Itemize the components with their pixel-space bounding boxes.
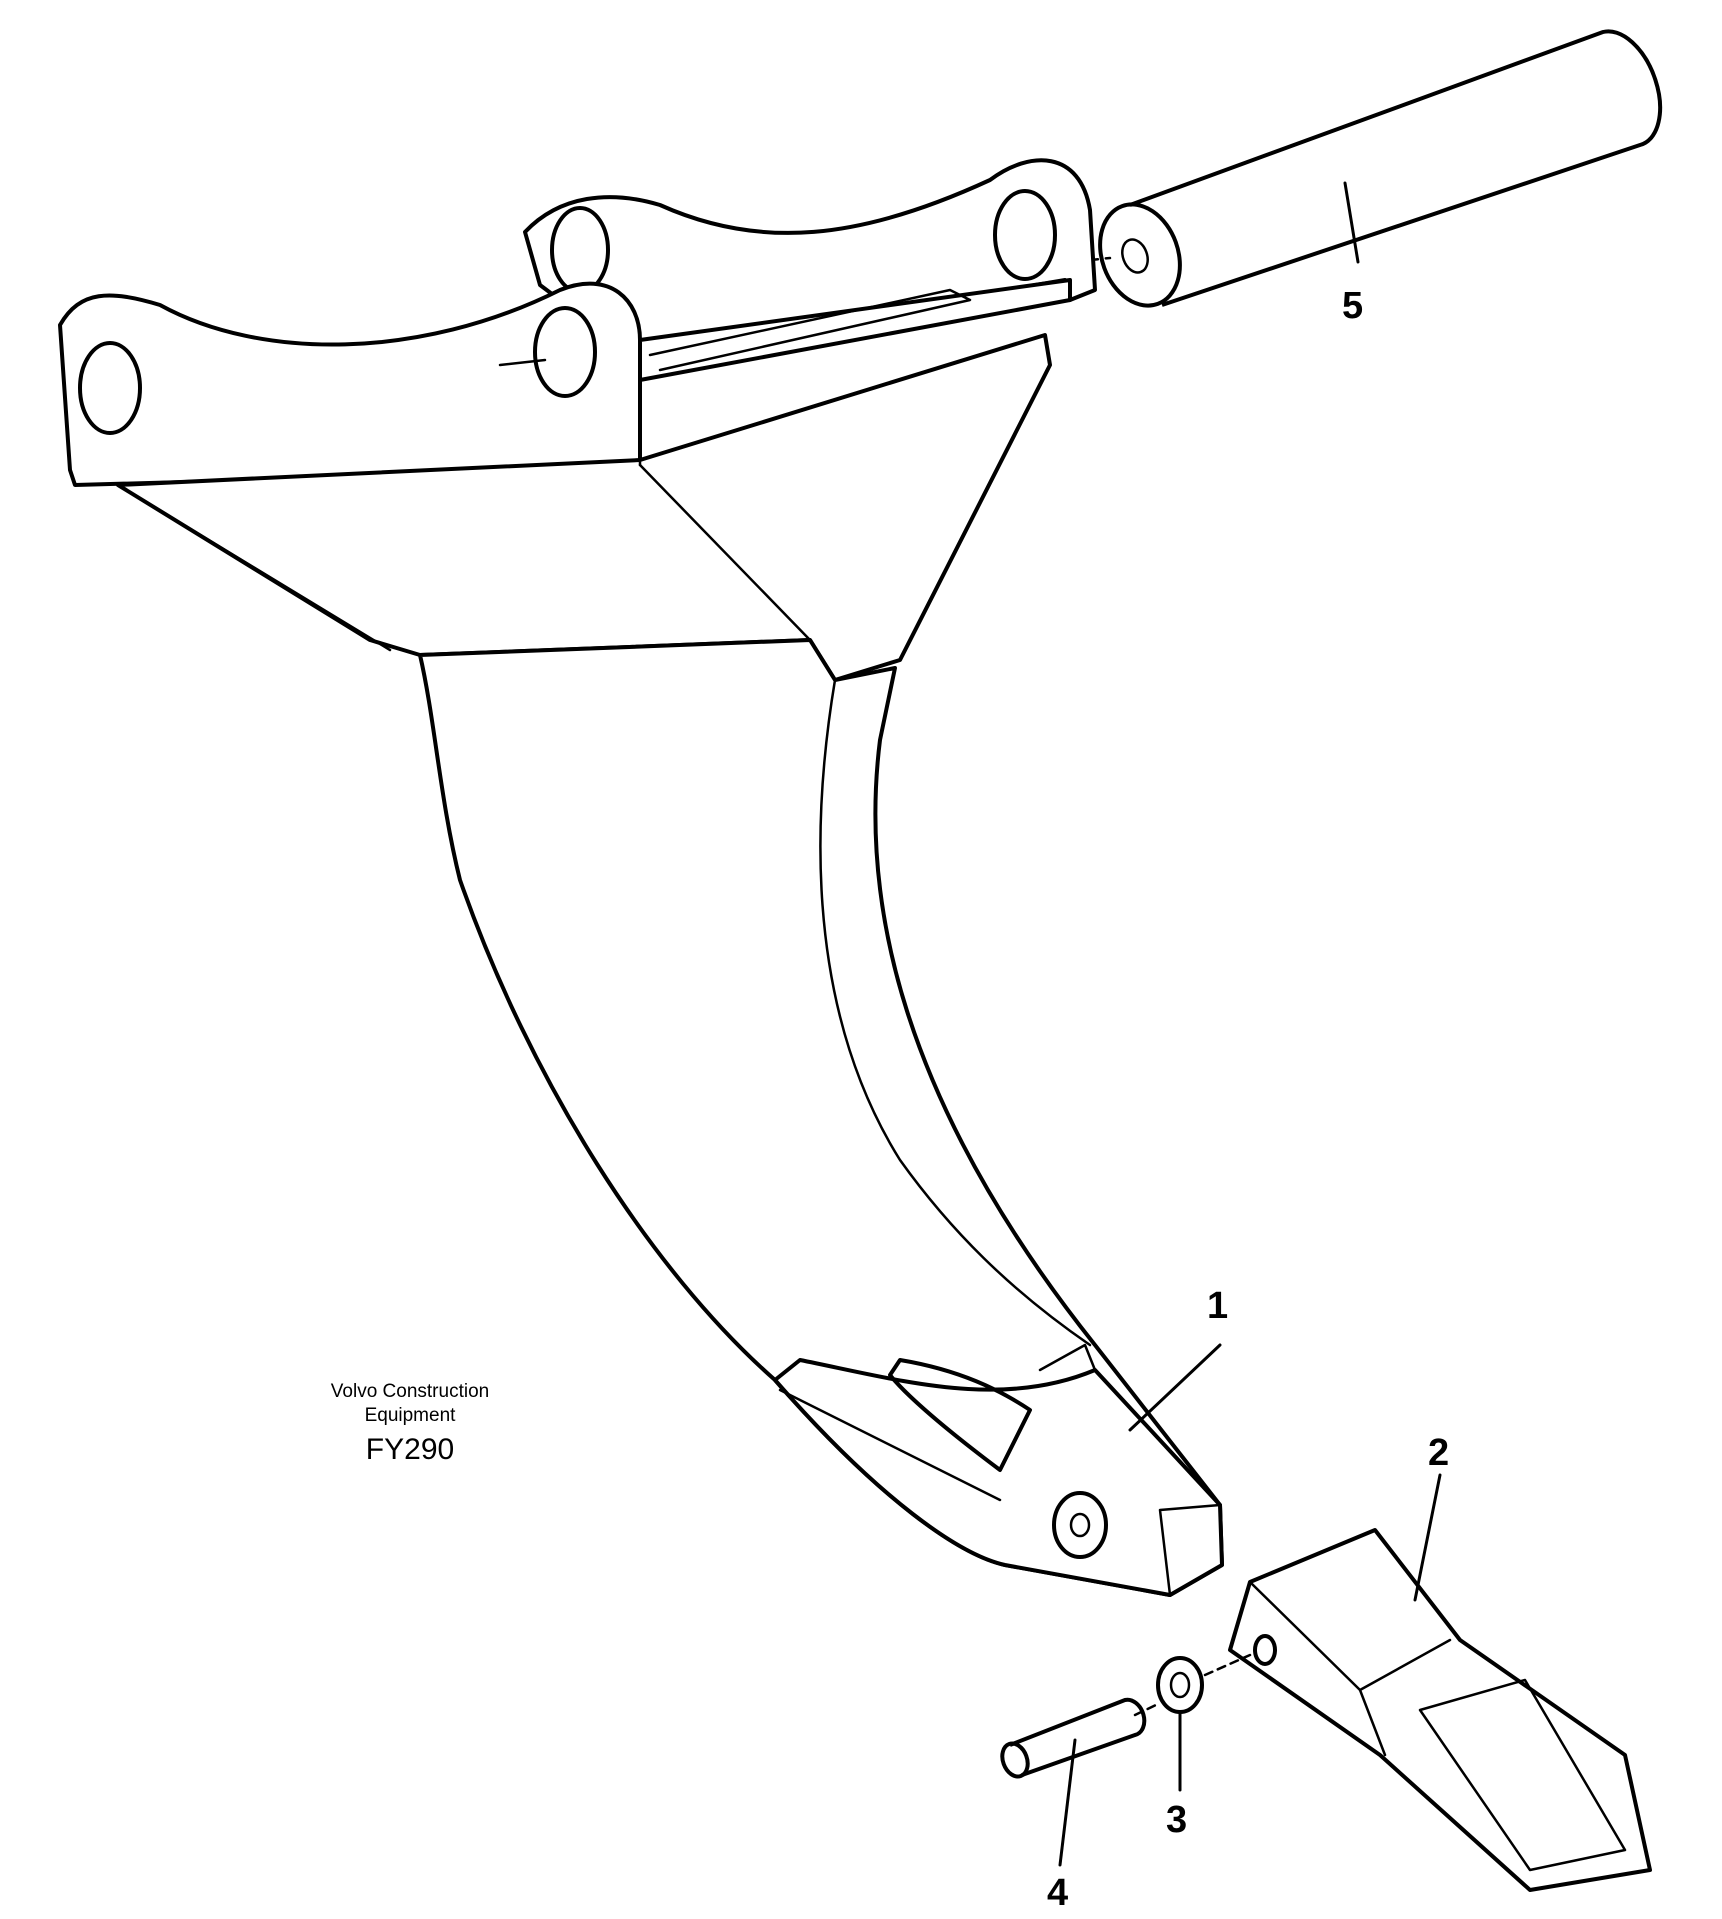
callout-leader-2 (1413, 1473, 1442, 1602)
tooth-pin-part-4 (1000, 1697, 1162, 1779)
callout-number-3: 3 (1166, 1799, 1187, 1841)
callout-number-4: 4 (1047, 1872, 1068, 1914)
callout-number-2: 2 (1428, 1432, 1449, 1474)
callout-leader-1 (1128, 1343, 1222, 1432)
callout-leader-4 (1058, 1738, 1077, 1867)
callout-number-5: 5 (1342, 285, 1363, 327)
callout-leader-5 (1343, 181, 1360, 264)
mounting-pin-part-5 (1068, 29, 1663, 308)
drawing-code: FY290 (365, 1433, 455, 1466)
brand-line-2: Equipment (364, 1405, 456, 1426)
ripper-shank-part-1 (58, 158, 1224, 1597)
drawing-caption: Volvo Construction Equipment FY290 (300, 1380, 520, 1470)
retainer-washer-part-3 (1156, 1653, 1252, 1714)
tooth-part-2 (1228, 1528, 1652, 1892)
callout-number-1: 1 (1207, 1285, 1228, 1327)
brand-line-1: Volvo Construction (330, 1381, 490, 1402)
